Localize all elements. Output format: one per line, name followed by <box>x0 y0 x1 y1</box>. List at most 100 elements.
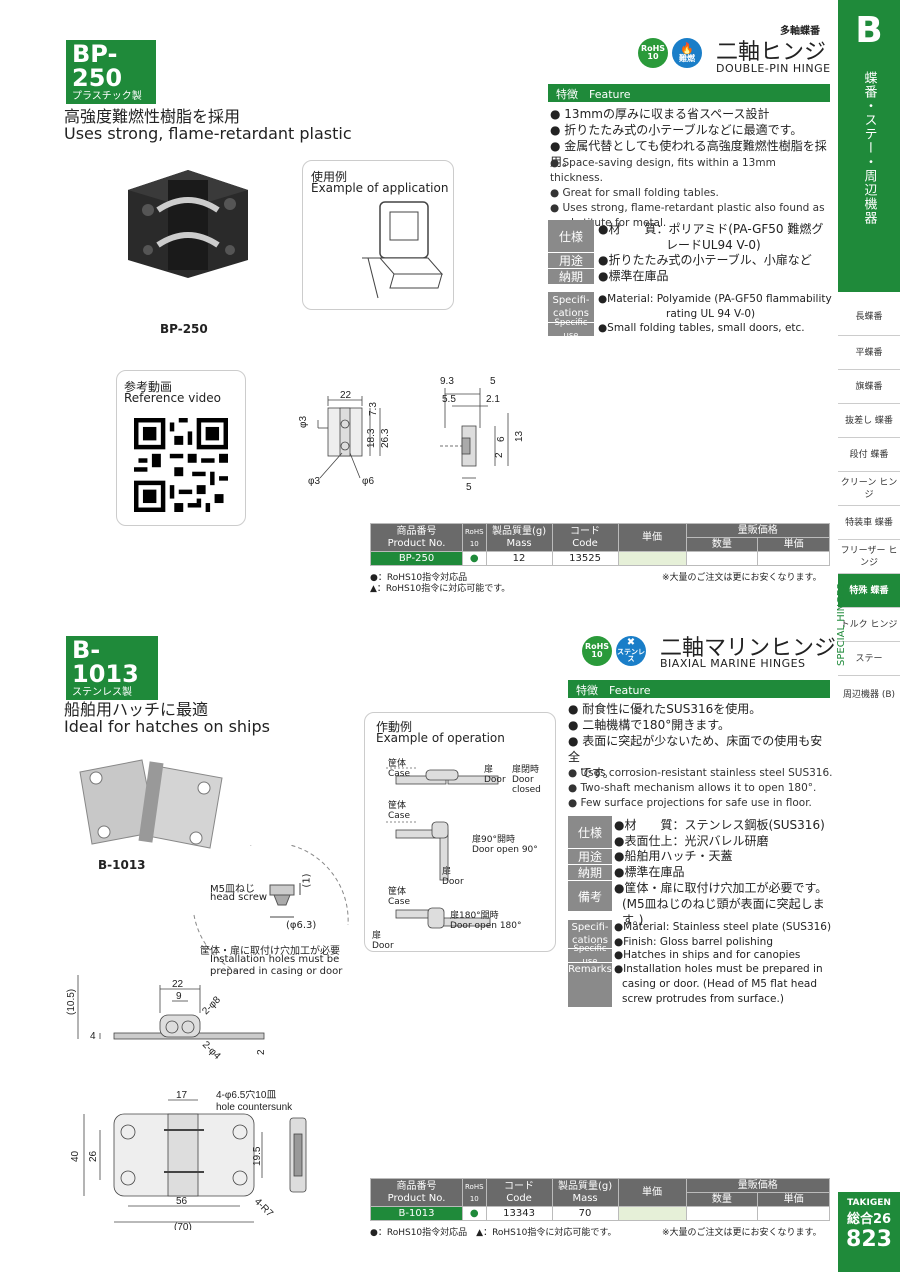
video-box <box>116 370 246 526</box>
headline-en: Ideal for hatches on ships <box>64 717 270 736</box>
dim-label: 2.1 <box>486 394 500 405</box>
operation-box <box>364 712 556 952</box>
application-illustration <box>362 201 444 299</box>
headline-jp: 高強度難燃性樹脂を採用 <box>64 107 241 126</box>
spec-label-en: Specific use <box>548 318 594 341</box>
sidebar-item[interactable]: ステー <box>838 642 900 676</box>
screw-note: Installation holes must be <box>210 954 340 965</box>
dim-label: 2-φ8 <box>200 994 223 1017</box>
operation-diagram <box>386 767 499 929</box>
th: 単価 <box>757 537 830 552</box>
product-name-en: BIAXIAL MARINE HINGES <box>660 657 806 670</box>
sidebar-item[interactable]: 抜差し 蝶番 <box>838 404 900 438</box>
spec-value: ●標準在庫品 <box>614 865 685 879</box>
model-code: BP-250 <box>72 40 123 92</box>
feature-item: ● 13mmの厚みに収まる省スペース設計 <box>550 107 770 121</box>
cell <box>685 1206 759 1221</box>
cell: 13343 <box>485 1206 553 1221</box>
sidebar-item[interactable]: 平蝶番 <box>838 336 900 370</box>
th: 量販価格 <box>685 523 831 538</box>
qr-code-icon[interactable] <box>134 418 228 512</box>
th: 単価 <box>617 523 687 552</box>
spec-value: ●標準在庫品 <box>598 269 669 283</box>
feature-item: ● 折りたたみ式の小テーブルなどに最適です。 <box>550 123 803 137</box>
features-jp: ● 13mmの厚みに収まる省スペース設計 ● 折りたたみ式の小テーブルなどに最適… <box>550 106 835 170</box>
screw-dim: (1) <box>301 873 313 888</box>
spec-label-en: Specific use <box>568 944 612 967</box>
th: 製品質量(g)Mass <box>551 1178 619 1207</box>
sidebar-item[interactable]: 周辺機器 (B) <box>842 690 896 700</box>
screw-label-jp: M5皿ねじ <box>210 884 255 895</box>
cell: 12 <box>485 551 553 566</box>
video-title-jp: 参考動画 <box>124 380 173 394</box>
dim-label: 19.5 <box>252 1146 263 1166</box>
spec-label: 仕様 <box>568 816 612 848</box>
features-jp: ● 耐食性に優れたSUS316を使用。 ● 二軸機構で180°開きます。 ● 表… <box>568 701 833 781</box>
photo-label: BP-250 <box>160 322 208 336</box>
feature-bar: 特徴 Feature <box>568 680 830 698</box>
feature-item-en: ● Two-shaft mechanism allows it to open … <box>568 782 817 794</box>
feature-item-en: ● Great for small folding tables. <box>550 187 719 199</box>
dim-label: 9.3 <box>440 376 454 387</box>
bulk-note: ※大量のご注文は更にお安くなります。 <box>662 573 822 583</box>
sidebar-item[interactable]: 段付 蝶番 <box>838 438 900 472</box>
spec-value: ●筐体・扉に取付け穴加工が必要です。(M5皿ねじのねじ頭が表面に突起します。) <box>614 881 828 927</box>
dim-label: (10.5) <box>66 989 77 1015</box>
sidebar-item[interactable]: 旗蝶番 <box>838 370 900 404</box>
th: 単価 <box>617 1178 687 1207</box>
bp250-photo <box>128 170 248 278</box>
dim-label: 4 <box>90 1031 96 1042</box>
feature-bar: 特徴 Feature <box>548 84 830 102</box>
spec-value: ●折りたたみ式の小テーブル、小扉など <box>598 253 812 267</box>
model-sub: プラスチック製 <box>72 91 142 102</box>
dim-label: 2 <box>256 1049 267 1055</box>
th: 製品質量(g)Mass <box>485 523 553 552</box>
cell <box>617 551 687 566</box>
th: 単価 <box>757 1192 830 1207</box>
spec-value-en: ●Material: Polyamide (PA-GF50 flammabili… <box>598 293 832 320</box>
feature-item: です。 <box>580 766 615 780</box>
cell: B-1013 <box>370 1206 463 1221</box>
cell <box>617 1206 687 1221</box>
th: RoHS 10 <box>462 523 487 552</box>
spec-label-en: Remarks <box>568 963 612 1007</box>
b1013-side-drawing: 22 9 2-φ8 (10.5) 4 2-φ4 2 <box>66 975 267 1062</box>
sidebar-item[interactable]: クリーン ヒンジ <box>838 472 900 506</box>
spec-label: 用途 <box>548 253 594 268</box>
application-title-en: Example of application <box>311 181 449 195</box>
spec-label: 納期 <box>548 269 594 284</box>
operation-title-en: Example of operation <box>376 731 505 745</box>
dim-label: 5 <box>490 376 496 387</box>
feature-item-en: ● Few surface projections for safe use i… <box>568 797 812 809</box>
sidebar-item[interactable]: トルク ヒンジ <box>838 608 900 642</box>
spec-label: 仕様 <box>548 220 594 252</box>
sidebar-item[interactable]: フリーザー ヒンジ <box>838 540 900 574</box>
dim-label: 4-R7 <box>252 1196 275 1219</box>
screw-note: 筐体・扉に取付け穴加工が必要 <box>200 946 340 957</box>
tab-vertical-text: 蝶番・ステー・周辺機器 <box>861 71 877 225</box>
photo-label: B-1013 <box>98 858 146 872</box>
sidebar-item[interactable]: 長蝶番 <box>838 298 900 336</box>
screw-detail <box>193 845 349 974</box>
dim-label: (70) <box>174 1222 192 1230</box>
rohs-badge: RoHS 10 <box>638 38 668 68</box>
table-row: B-1013 ● 13343 70 <box>370 1206 830 1221</box>
b1013-photo <box>79 759 223 849</box>
feature-item: ● 金属代替としても使われる高強度難燃性樹脂を採用。 <box>550 139 827 169</box>
rohs-note: ▲：RoHS10指令に対応可能です。 <box>370 584 511 594</box>
sidebar-item[interactable]: 特装車 蝶番 <box>838 506 900 540</box>
rohs-badge: RoHS 10 <box>582 636 612 666</box>
sidebar-item-active[interactable]: 特殊 蝶番 <box>838 574 900 608</box>
catalog: 総合 <box>846 1212 873 1227</box>
dim-label: φ3 <box>298 416 309 428</box>
th: 量販価格 <box>685 1178 831 1193</box>
